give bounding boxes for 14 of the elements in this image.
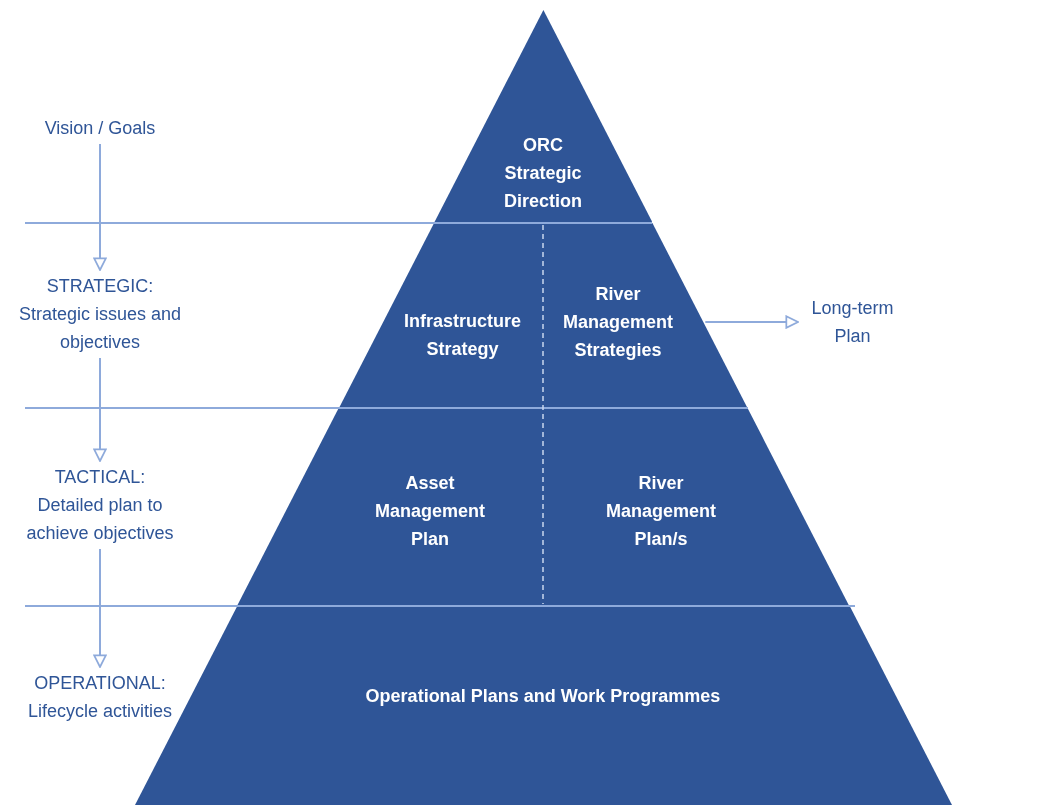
level-heading: STRATEGIC: [45, 275, 155, 298]
section-label: Operational Plans and Work Programmes [364, 685, 722, 708]
section-label: River Management Plan/s [605, 472, 717, 551]
section-label: River Management Strategies [562, 283, 674, 362]
section-label: Infrastructure Strategy [403, 310, 522, 361]
section-label: ORC Strategic Direction [502, 134, 583, 213]
level-label: Vision / Goals [43, 117, 157, 140]
level-heading: TACTICAL: [53, 466, 147, 489]
level-label: Detailed plan to achieve objectives [25, 494, 175, 545]
level-heading: OPERATIONAL: [33, 672, 167, 695]
section-label: Asset Management Plan [373, 472, 486, 551]
level-label: Strategic issues and objectives [17, 303, 183, 354]
level-label: Long-term Plan [810, 297, 895, 348]
level-label: Lifecycle activities [26, 700, 174, 723]
